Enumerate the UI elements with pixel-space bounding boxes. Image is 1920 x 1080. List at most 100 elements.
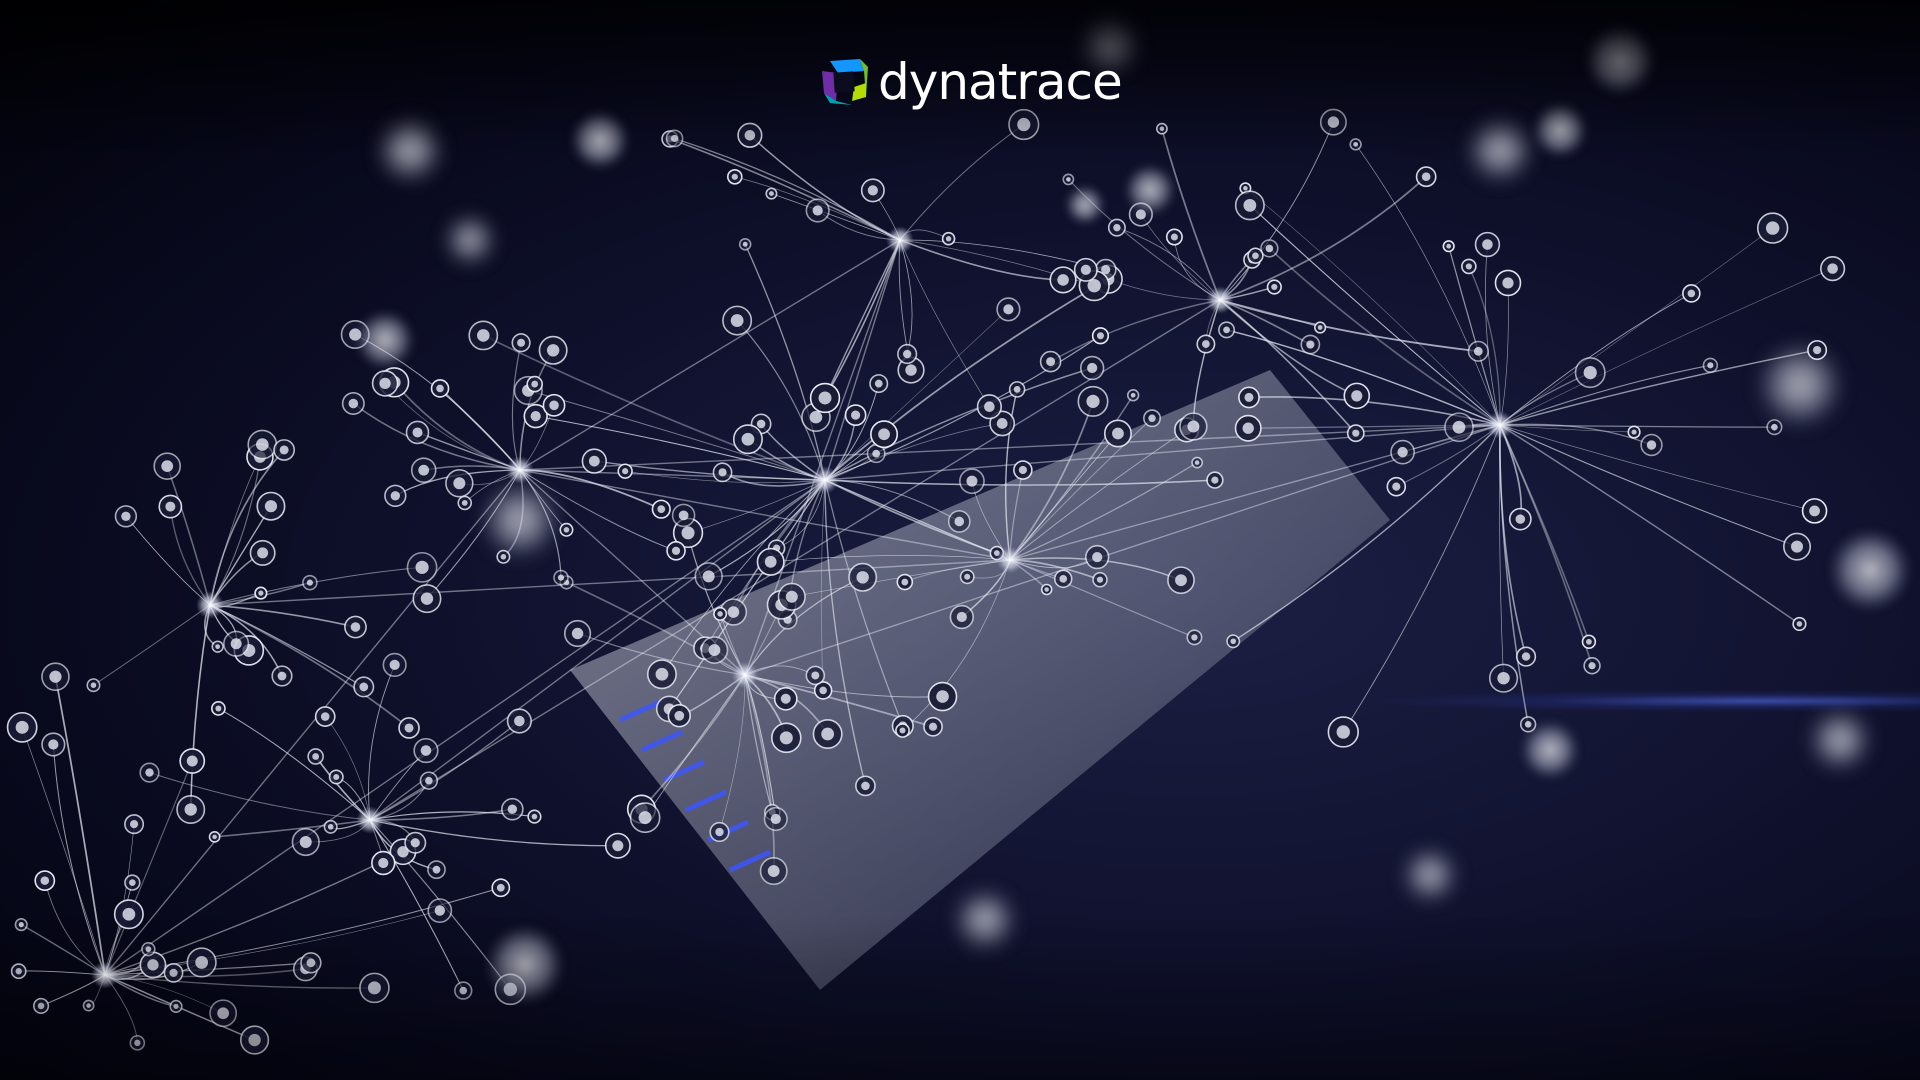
network-node xyxy=(328,769,344,785)
network-node xyxy=(412,584,442,614)
network-node xyxy=(341,392,365,416)
network-node xyxy=(454,981,473,1000)
network-node xyxy=(538,335,568,365)
bokeh-node xyxy=(1520,720,1580,780)
network-node xyxy=(726,168,743,185)
network-node xyxy=(665,129,684,148)
network-node xyxy=(1390,439,1416,465)
network-edge xyxy=(899,239,1064,281)
network-node xyxy=(526,375,544,393)
network-node xyxy=(382,652,407,678)
hub-node xyxy=(506,456,534,484)
network-node xyxy=(848,562,878,592)
hub-node xyxy=(886,226,914,254)
network-node xyxy=(300,952,322,974)
network-node xyxy=(722,305,753,336)
network-node xyxy=(1186,629,1203,646)
network-node xyxy=(844,404,867,427)
network-edge xyxy=(1219,299,1358,397)
network-node xyxy=(113,899,144,930)
network-node xyxy=(700,636,729,664)
network-node xyxy=(163,962,184,983)
network-node xyxy=(427,860,446,880)
network-node xyxy=(186,947,217,978)
network-node xyxy=(949,604,975,630)
network-edge xyxy=(899,239,913,355)
network-edge xyxy=(384,383,521,471)
network-node xyxy=(1488,663,1519,693)
network-edge xyxy=(511,342,522,471)
network-node xyxy=(777,582,806,611)
network-node xyxy=(457,495,473,511)
bokeh-node xyxy=(1828,528,1912,612)
network-node xyxy=(291,827,320,857)
network-node xyxy=(1346,424,1365,443)
network-node xyxy=(254,586,268,600)
network-node xyxy=(445,469,474,498)
network-node xyxy=(732,424,763,455)
network-node xyxy=(1156,122,1168,135)
network-node xyxy=(406,551,438,583)
dynatrace-logo: dynatrace xyxy=(820,52,1123,112)
network-node xyxy=(176,795,206,825)
network-node xyxy=(1008,381,1026,398)
bokeh-node xyxy=(1532,102,1588,158)
network-node xyxy=(553,569,569,586)
network-node xyxy=(371,850,396,876)
network-edge xyxy=(93,604,211,686)
network-node xyxy=(996,297,1021,322)
network-node xyxy=(1191,456,1204,469)
network-node xyxy=(737,122,763,148)
network-edge xyxy=(1268,247,1501,426)
network-node xyxy=(947,510,971,533)
network-node xyxy=(773,686,798,711)
network-edge xyxy=(1219,299,1479,353)
network-node xyxy=(1467,340,1489,362)
network-node xyxy=(1583,657,1601,675)
network-node xyxy=(1640,433,1663,457)
network-node xyxy=(860,178,885,203)
network-node xyxy=(1756,212,1789,244)
bokeh-node xyxy=(1466,116,1534,184)
network-edge xyxy=(1484,244,1501,426)
network-node xyxy=(491,878,511,898)
network-node xyxy=(34,870,56,892)
network-node xyxy=(756,547,785,576)
network-node xyxy=(419,771,439,790)
network-node xyxy=(1053,569,1073,589)
network-node xyxy=(1049,266,1077,294)
network-node xyxy=(314,706,336,727)
network-node xyxy=(923,716,943,737)
network-node xyxy=(413,737,439,764)
network-node xyxy=(1073,257,1098,282)
network-node xyxy=(809,382,841,414)
network-edge xyxy=(20,924,106,976)
network-node xyxy=(141,941,156,957)
bokeh-node xyxy=(1808,708,1872,772)
network-node xyxy=(959,468,985,495)
network-node xyxy=(1167,566,1195,595)
network-node xyxy=(771,722,802,754)
network-node xyxy=(1300,334,1321,355)
network-node xyxy=(1766,419,1783,436)
network-node xyxy=(765,187,778,200)
hub-node xyxy=(91,961,119,989)
network-edge xyxy=(771,193,901,241)
network-edge xyxy=(1140,214,1221,301)
network-node xyxy=(404,831,427,854)
network-node xyxy=(959,569,975,585)
network-node xyxy=(1266,279,1282,295)
network-node xyxy=(1179,412,1208,441)
network-node xyxy=(124,814,145,835)
network-edge xyxy=(535,415,826,481)
network-node xyxy=(82,999,95,1012)
network-node xyxy=(941,231,956,246)
network-node xyxy=(738,237,752,251)
network-node xyxy=(713,606,728,621)
network-node xyxy=(1143,409,1162,428)
network-node xyxy=(344,615,367,639)
network-node xyxy=(805,665,826,686)
network-node xyxy=(1807,340,1828,361)
network-node xyxy=(1581,634,1597,649)
